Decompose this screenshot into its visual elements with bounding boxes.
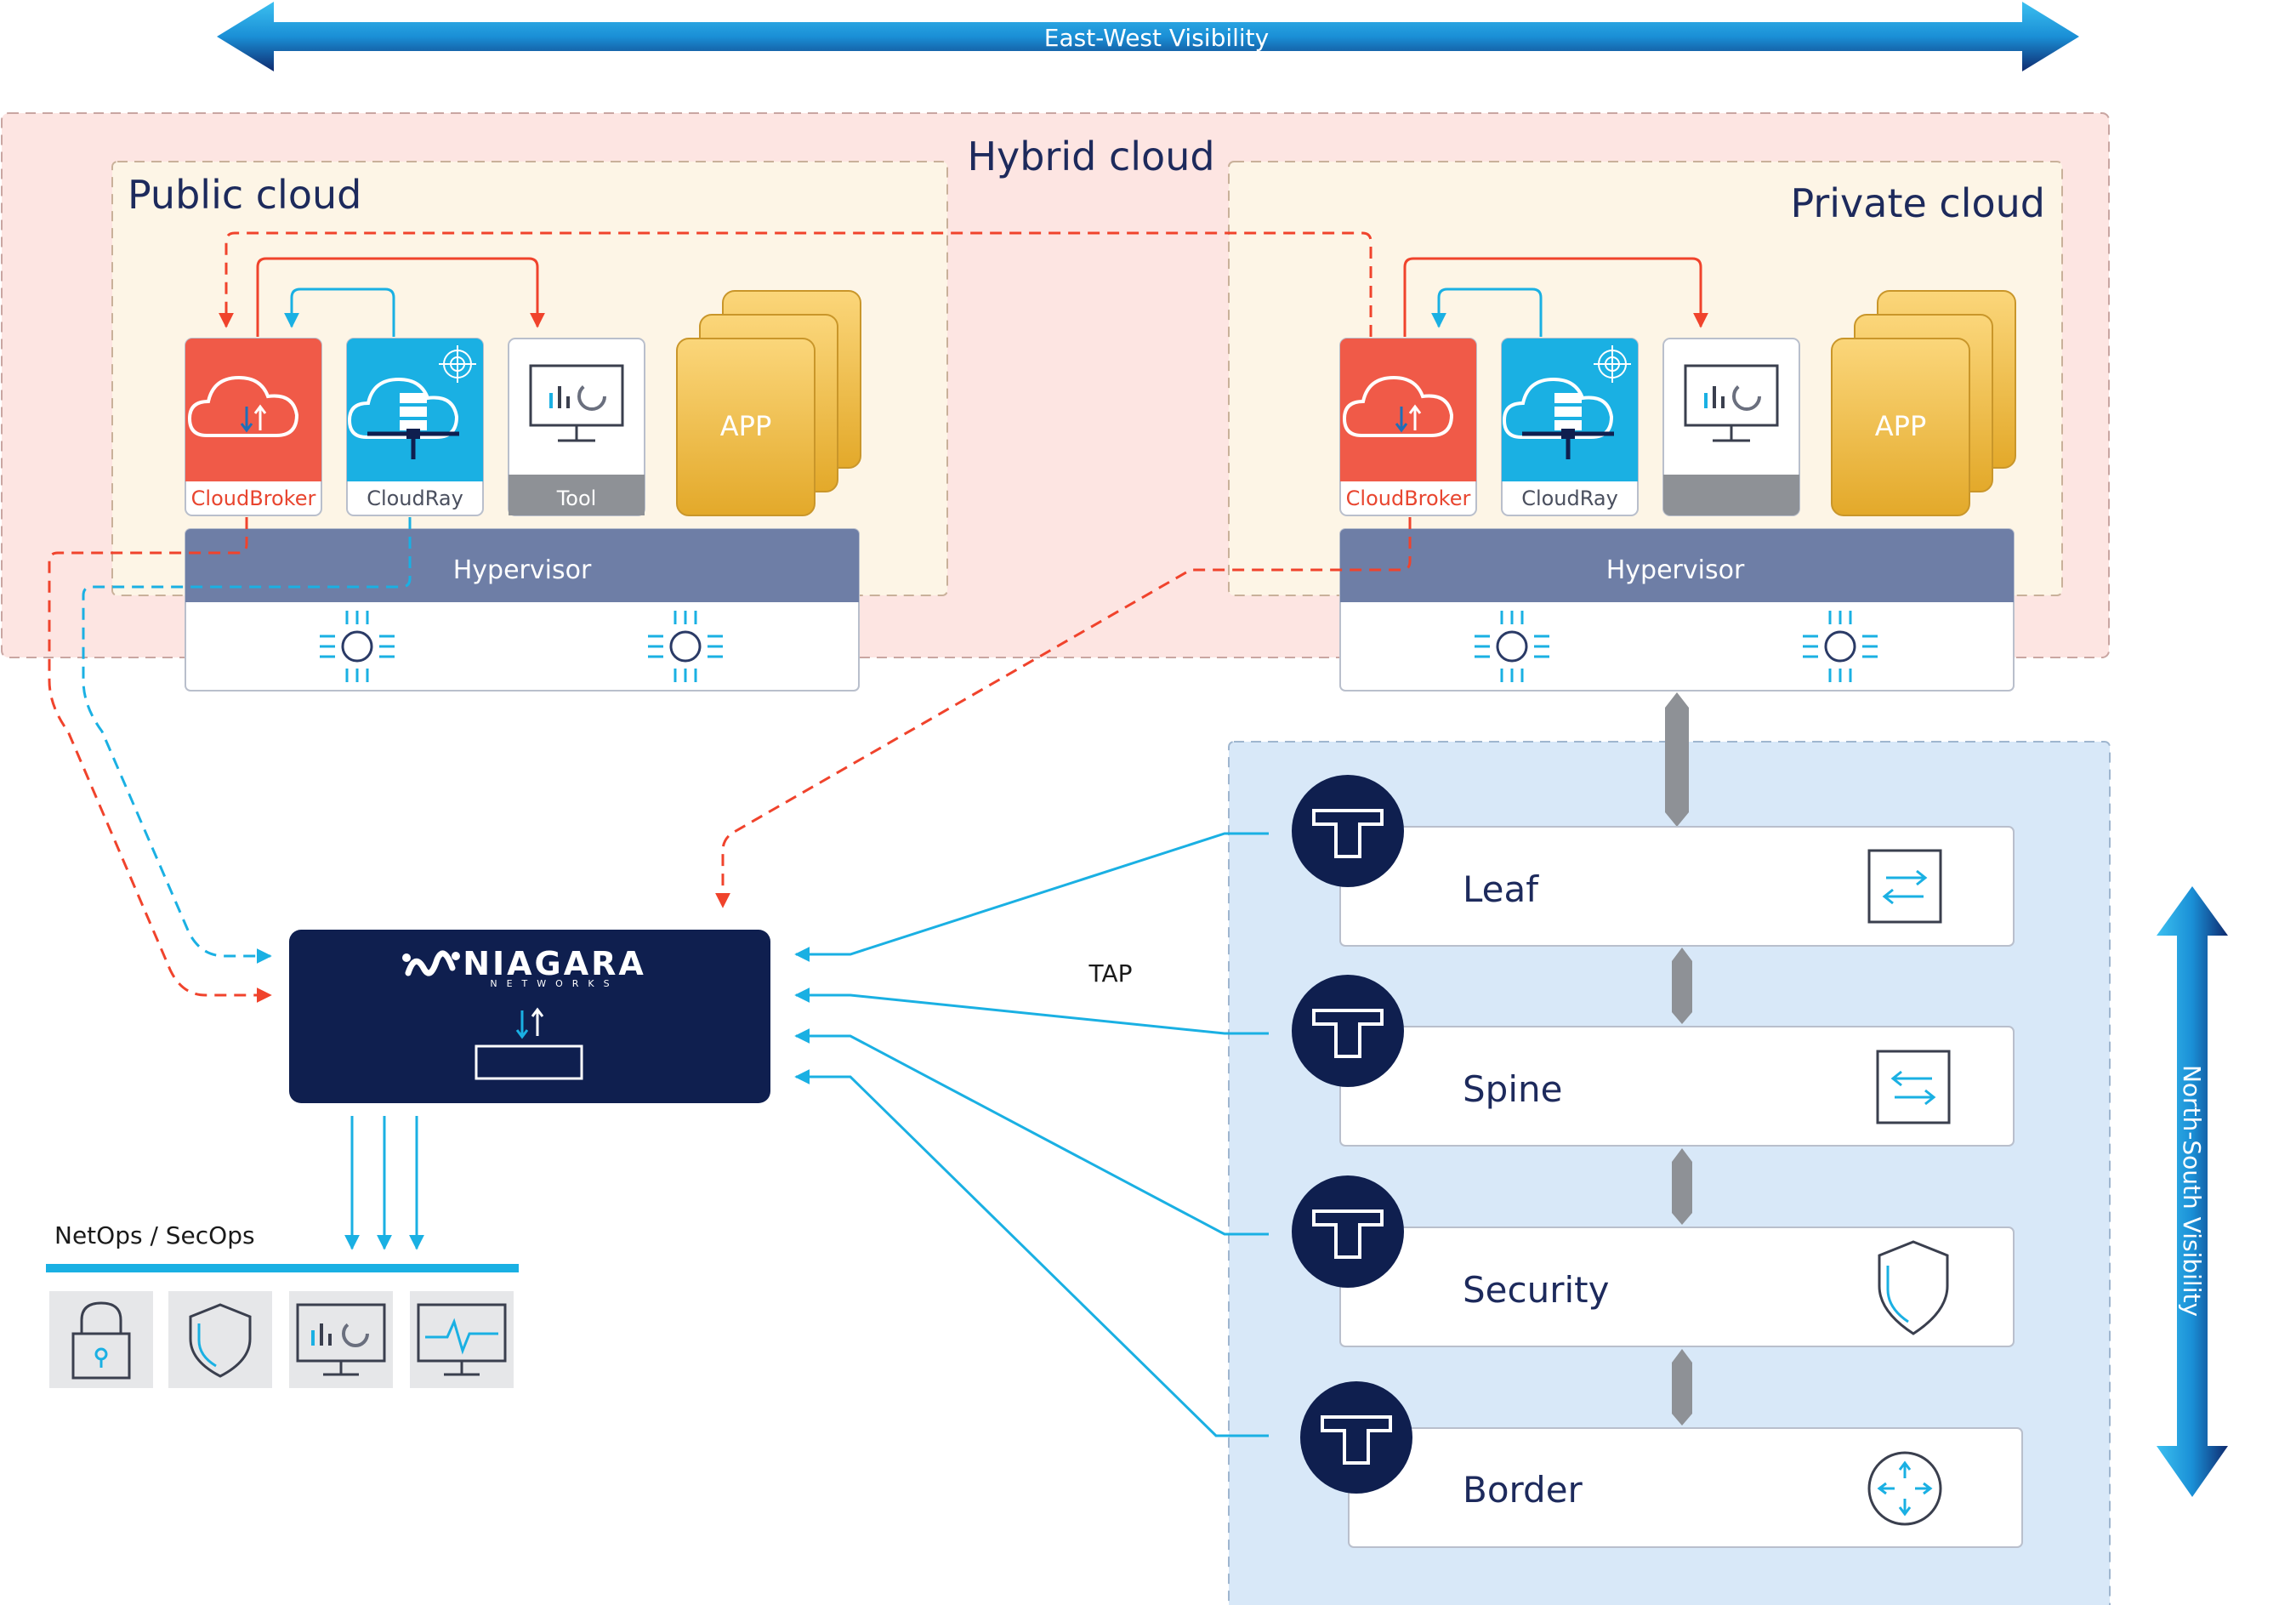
switch-icon bbox=[1876, 1050, 1951, 1124]
niagara-brand: NIAGARA bbox=[463, 945, 646, 982]
cpu-chip-icon bbox=[1475, 611, 1549, 682]
netops-bar bbox=[46, 1264, 519, 1272]
cloud-server-icon bbox=[1502, 377, 1614, 459]
tap-icon bbox=[1292, 775, 1404, 887]
public-app-stack[interactable]: APP bbox=[676, 290, 861, 516]
netops-label: NetOps / SecOps bbox=[54, 1221, 255, 1249]
tap-icon bbox=[1292, 1175, 1404, 1288]
niagara-appliance[interactable]: NIAGARA NETWORKS bbox=[289, 930, 770, 1103]
cloud-transfer-icon bbox=[187, 375, 299, 437]
cpu-chip-icon bbox=[320, 611, 395, 682]
transfer-arrows-icon bbox=[515, 1007, 544, 1039]
shield-icon bbox=[1878, 1240, 1949, 1335]
cloud-flow-lines bbox=[219, 231, 1708, 337]
private-cloudray-card[interactable]: CloudRay bbox=[1501, 338, 1639, 516]
tap-icon bbox=[1300, 1381, 1412, 1494]
shield-icon[interactable] bbox=[168, 1291, 272, 1388]
target-icon bbox=[1594, 345, 1631, 383]
netops-tools bbox=[49, 1291, 514, 1388]
lock-icon[interactable] bbox=[49, 1291, 153, 1388]
public-cloudbroker-card[interactable]: CloudBroker bbox=[185, 338, 322, 516]
cpu-chip-icon bbox=[648, 611, 723, 682]
east-west-label: East-West Visibility bbox=[1044, 24, 1269, 52]
spine-layer[interactable]: Spine bbox=[1339, 1026, 2015, 1147]
monitor-dashboard-icon bbox=[529, 364, 624, 442]
north-south-label: North-South Visibility bbox=[2178, 1065, 2206, 1317]
public-app-label: APP bbox=[720, 410, 771, 442]
niagara-logo-icon bbox=[402, 950, 460, 976]
public-cloud-title: Public cloud bbox=[128, 172, 361, 218]
private-cloud-title: Private cloud bbox=[1790, 180, 2045, 226]
cpu-chip-icon bbox=[1803, 611, 1878, 682]
public-tool-card[interactable]: Tool bbox=[508, 338, 645, 516]
private-host: Hypervisor bbox=[1339, 528, 2015, 692]
tap-icons bbox=[1292, 775, 1412, 1494]
niagara-sub: NETWORKS bbox=[490, 978, 618, 989]
cloud-transfer-icon bbox=[1342, 375, 1454, 437]
public-cloudray-card[interactable]: CloudRay bbox=[346, 338, 484, 516]
cloud-server-icon bbox=[347, 377, 459, 459]
leaf-label: Leaf bbox=[1463, 868, 1539, 910]
public-cloudbroker-label: CloudBroker bbox=[191, 487, 316, 510]
monitor-dashboard-icon[interactable] bbox=[289, 1291, 393, 1388]
security-layer[interactable]: Security bbox=[1339, 1227, 2015, 1347]
private-cloudbroker-card[interactable]: CloudBroker bbox=[1339, 338, 1477, 516]
target-icon bbox=[439, 345, 476, 383]
public-tool-label: Tool bbox=[556, 487, 597, 510]
public-hypervisor-label: Hypervisor bbox=[453, 555, 592, 585]
private-cloudbroker-label: CloudBroker bbox=[1346, 487, 1471, 510]
east-west-arrow: East-West Visibility bbox=[217, 2, 2079, 71]
border-layer[interactable]: Border bbox=[1348, 1427, 2023, 1548]
private-app-label: APP bbox=[1875, 410, 1926, 442]
security-label: Security bbox=[1463, 1269, 1609, 1311]
public-host: Hypervisor bbox=[185, 528, 860, 692]
tap-label: TAP bbox=[1088, 959, 1133, 987]
layer-connectors bbox=[1665, 692, 1692, 1426]
private-tool-card[interactable] bbox=[1662, 338, 1800, 516]
switch-icon bbox=[1867, 849, 1942, 924]
monitor-dashboard-icon bbox=[1684, 364, 1779, 442]
router-icon bbox=[1867, 1451, 1942, 1526]
pulse-monitor-icon[interactable] bbox=[410, 1291, 514, 1388]
mirror-flow-lines bbox=[48, 517, 1412, 1003]
private-app-stack[interactable]: APP bbox=[1831, 290, 2016, 516]
private-hypervisor-label: Hypervisor bbox=[1606, 555, 1745, 585]
border-label: Border bbox=[1463, 1469, 1583, 1511]
port-icon bbox=[475, 1044, 583, 1080]
netops-feed-lines bbox=[344, 1116, 424, 1250]
tap-icon bbox=[1292, 975, 1404, 1087]
north-south-arrow: North-South Visibility bbox=[2157, 886, 2228, 1497]
leaf-layer[interactable]: Leaf bbox=[1339, 826, 2015, 947]
tap-feed-lines bbox=[794, 832, 1269, 1437]
spine-label: Spine bbox=[1463, 1068, 1562, 1110]
private-cloudray-label: CloudRay bbox=[1521, 487, 1618, 510]
public-cloudray-label: CloudRay bbox=[367, 487, 463, 510]
hybrid-cloud-title: Hybrid cloud bbox=[967, 134, 1214, 179]
